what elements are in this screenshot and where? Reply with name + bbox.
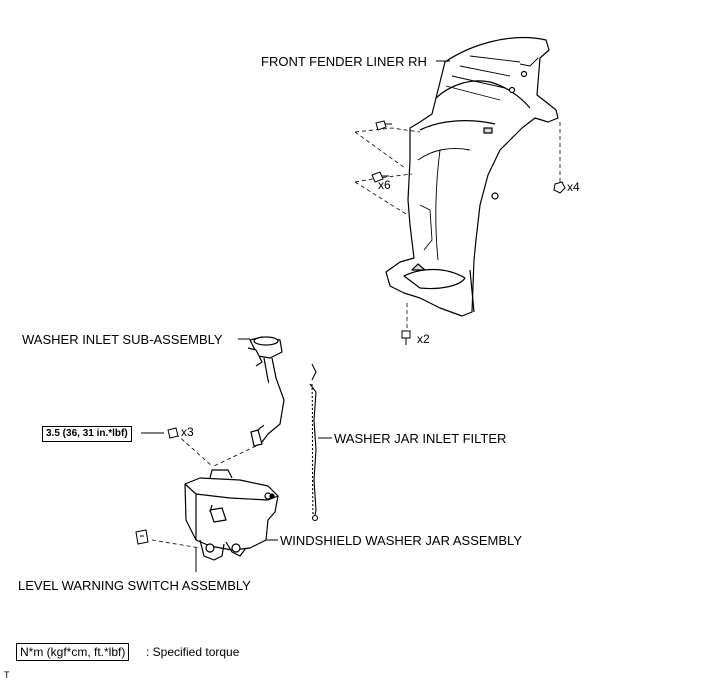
- jar-attachment-lines: [151, 433, 257, 549]
- liner-attachment-lines: [354, 122, 561, 328]
- liner-fasteners: [371, 120, 566, 345]
- jar-bolt-quantity: x3: [181, 425, 194, 439]
- windshield-washer-jar-label: WINDSHIELD WASHER JAR ASSEMBLY: [280, 533, 522, 548]
- legend-description: : Specified torque: [146, 645, 240, 659]
- front-fender-liner-drawing: [385, 37, 559, 317]
- washer-inlet-label: WASHER INLET SUB-ASSEMBLY: [22, 332, 223, 347]
- liner-bolt-quantity: x6: [378, 178, 391, 192]
- liner-lower-quantity: x2: [417, 332, 430, 346]
- jar-fasteners: [135, 427, 179, 545]
- washer-jar-inlet-filter-label: WASHER JAR INLET FILTER: [334, 431, 507, 446]
- liner-clip-quantity: x4: [567, 180, 580, 194]
- washer-inlet-drawing: [247, 336, 285, 447]
- legend-units-box: N*m (kgf*cm, ft.*lbf): [16, 643, 130, 661]
- front-fender-liner-label: FRONT FENDER LINER RH: [261, 54, 427, 69]
- washer-jar-drawing: [184, 469, 279, 561]
- washer-jar-inlet-filter-drawing: [309, 363, 319, 522]
- torque-spec-box: 3.5 (36, 31 in.*lbf): [42, 426, 132, 442]
- corner-mark: T: [4, 670, 10, 680]
- level-warning-switch-label: LEVEL WARNING SWITCH ASSEMBLY: [18, 578, 251, 593]
